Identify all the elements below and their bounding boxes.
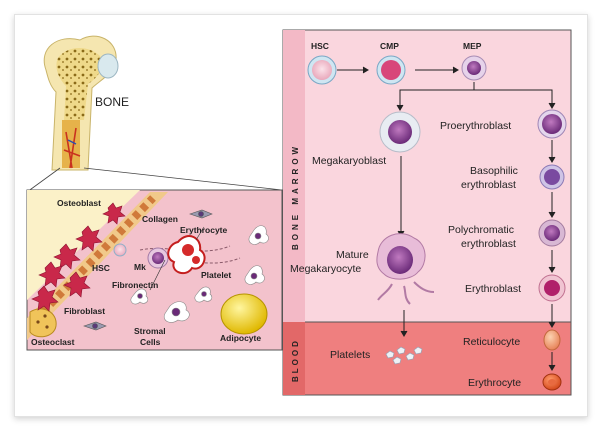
marrow-niche-inset bbox=[26, 189, 283, 351]
inset-stromal-label-line2: Cells bbox=[140, 337, 161, 347]
zoom-line-left bbox=[26, 167, 61, 193]
megakaryoblast-label: Megakaryoblast bbox=[312, 155, 386, 167]
inset-stromal-label-line1: Stromal bbox=[134, 326, 166, 336]
platelets-cells bbox=[385, 346, 423, 365]
bone-illustration bbox=[43, 35, 119, 171]
mep-cell bbox=[461, 55, 487, 81]
mature-megakaryocyte-label-line1: Mature bbox=[336, 249, 369, 261]
blood-side-label: BLOOD bbox=[291, 338, 300, 382]
reticulocyte-label: Reticulocyte bbox=[463, 336, 520, 348]
erythroblast-label: Erythroblast bbox=[465, 283, 521, 295]
mature-megakaryocyte-label-line2: Megakaryocyte bbox=[290, 263, 361, 275]
bone-marrow-side-label: BONE MARROW bbox=[291, 143, 300, 250]
megakaryoblast-cell bbox=[379, 111, 421, 153]
bone-label: BONE bbox=[95, 95, 129, 109]
inset-fibronectin-label: Fibronectin bbox=[112, 280, 158, 290]
basophilic-label-line1: Basophilic bbox=[470, 165, 518, 177]
inset-osteoblast-label: Osteoblast bbox=[57, 198, 101, 208]
polychromatic-label-line1: Polychromatic bbox=[448, 224, 514, 236]
mep-label: MEP bbox=[463, 41, 482, 51]
basophilic-label-line2: erythroblast bbox=[461, 179, 516, 191]
proerythroblast-label: Proerythroblast bbox=[440, 120, 511, 132]
erythrocyte-cell bbox=[542, 373, 562, 391]
erythrocyte-label: Erythrocyte bbox=[468, 377, 521, 389]
lineage-arrows bbox=[337, 66, 556, 371]
inset-mk-label: Mk bbox=[134, 262, 146, 272]
inset-erythrocyte-label: Erythrocyte bbox=[180, 225, 228, 235]
erythroblast-cell bbox=[538, 274, 566, 302]
inset-osteoclast-label: Osteoclast bbox=[31, 337, 75, 347]
hsc-label: HSC bbox=[311, 41, 329, 51]
platelets-label: Platelets bbox=[330, 349, 370, 361]
inset-platelet-label: Platelet bbox=[201, 270, 231, 280]
inset-adipocyte-label: Adipocyte bbox=[220, 333, 261, 343]
inset-fibroblast-label: Fibroblast bbox=[64, 306, 105, 316]
mature-megakaryocyte-cell bbox=[376, 233, 435, 305]
hematopoiesis-panel bbox=[282, 29, 572, 396]
basophilic-erythroblast-cell bbox=[539, 164, 565, 190]
cmp-cell bbox=[376, 55, 406, 85]
hsc-cell bbox=[307, 55, 337, 85]
polychromatic-label-line2: erythroblast bbox=[461, 238, 516, 250]
zoom-line-right bbox=[83, 167, 283, 191]
proerythroblast-cell bbox=[537, 109, 567, 139]
inset-hsc-label: HSC bbox=[92, 263, 110, 273]
polychromatic-erythroblast-cell bbox=[538, 219, 566, 247]
inset-collagen-label: Collagen bbox=[142, 214, 178, 224]
cmp-label: CMP bbox=[380, 41, 399, 51]
reticulocyte-cell bbox=[543, 329, 561, 351]
